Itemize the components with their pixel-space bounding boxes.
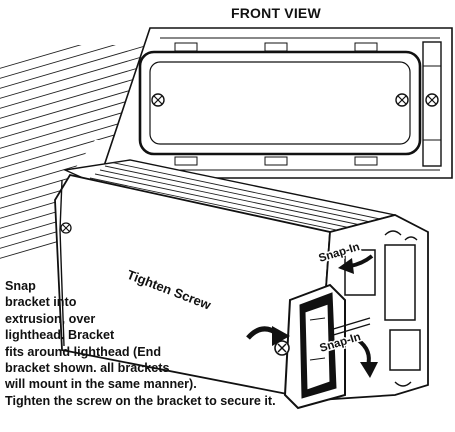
instruction-line: lighthead. Bracket bbox=[5, 328, 115, 343]
instruction-line: bracket shown. all brackets bbox=[5, 361, 170, 376]
instruction-line: Snap bbox=[5, 279, 36, 293]
tighten-arrow-icon bbox=[246, 326, 290, 346]
instruction-line: bracket into bbox=[5, 295, 77, 310]
instructions-text: Snap bracket into extrusion, over lighth… bbox=[5, 278, 276, 409]
front-view-panel bbox=[98, 27, 453, 179]
snap-in-top-arrow-icon bbox=[338, 254, 374, 274]
front-view-title: FRONT VIEW bbox=[231, 5, 321, 21]
snap-in-bottom-arrow-icon bbox=[356, 338, 378, 378]
instruction-line: will mount in the same manner). bbox=[5, 377, 197, 392]
end-bracket bbox=[283, 283, 346, 410]
screw-icon bbox=[274, 317, 371, 356]
instruction-line: Tighten the screw on the bracket to secu… bbox=[5, 393, 276, 408]
instruction-line: fits around lighthead (End bbox=[5, 344, 162, 359]
instruction-line: extrusion, over bbox=[5, 311, 96, 326]
lighthead-housing bbox=[54, 173, 331, 402]
